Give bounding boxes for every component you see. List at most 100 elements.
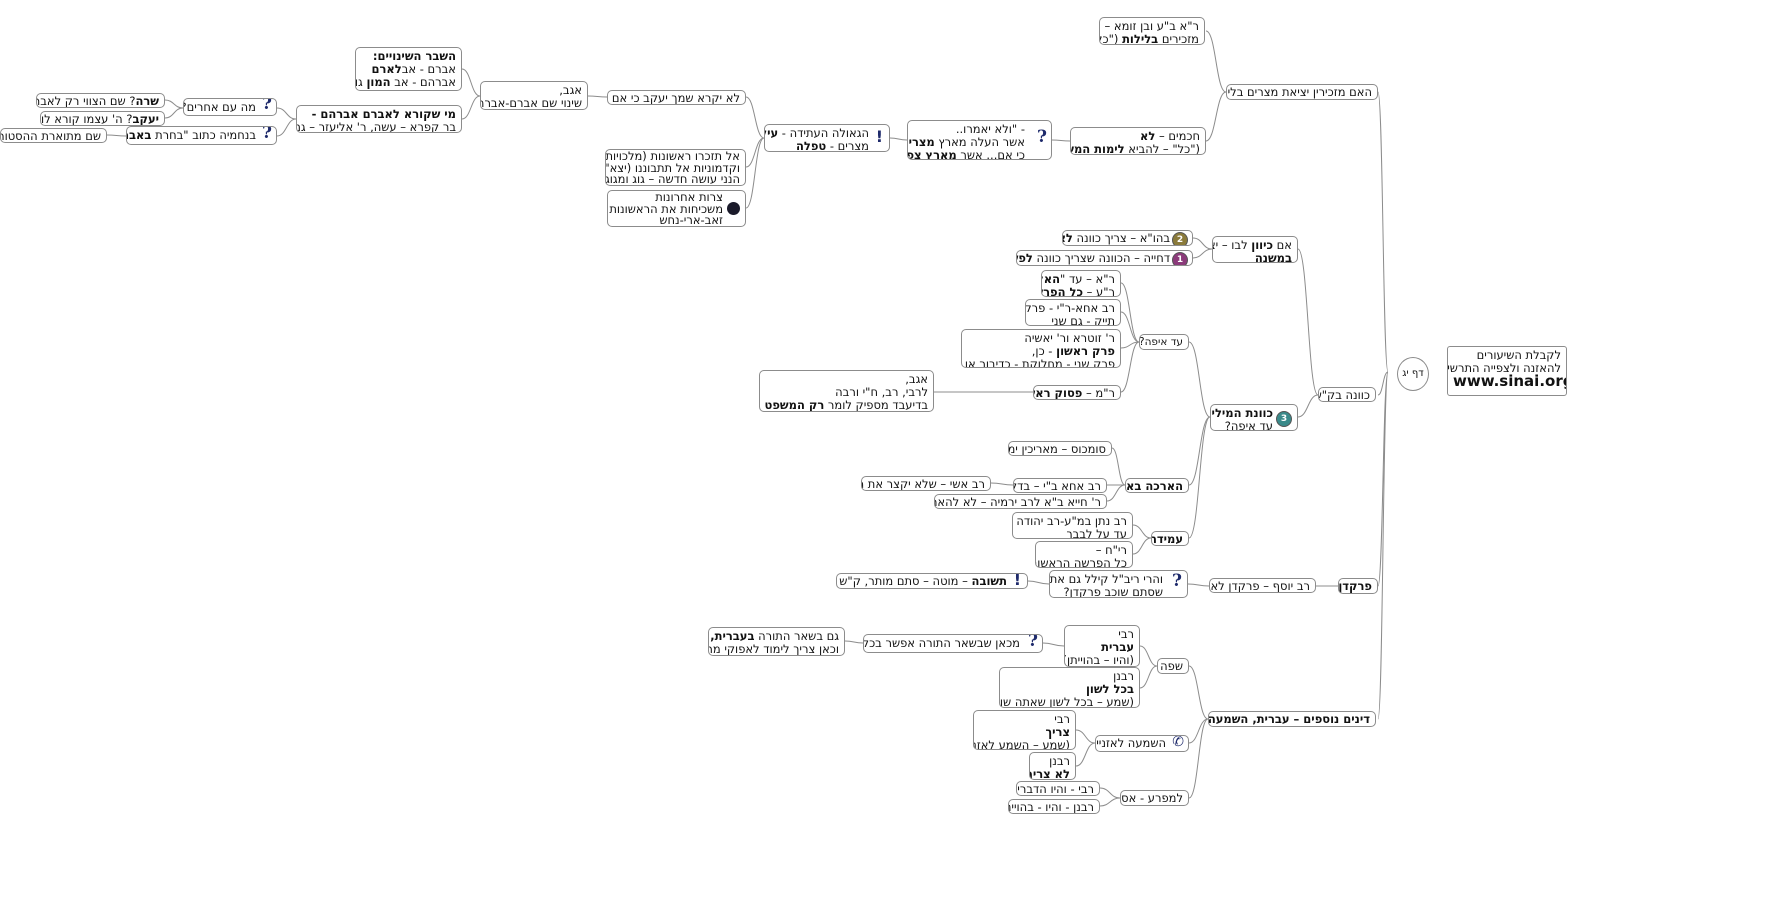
node-standing[interactable]: עמידה: [1151, 531, 1189, 546]
node-yaakov[interactable]: יעקב? ה' עצמו קורא לו יעקב: [40, 111, 165, 126]
connector-line: [1042, 642, 1065, 647]
connector-line: [1075, 729, 1096, 744]
connector-line: [745, 137, 765, 168]
connector-line: [276, 107, 297, 120]
connector-line: [1139, 645, 1158, 667]
node-rabanan-any-language[interactable]: רבנן בכל לשון (שמע – בכל לשון שאתה שומע): [999, 667, 1140, 708]
connector-line: [1297, 248, 1319, 396]
connector-line: [106, 134, 127, 137]
connector-line: [1106, 484, 1126, 502]
connector-line: [1377, 371, 1389, 720]
node-any-language-question[interactable]: ? מכאן שבשאר התורה אפשר בכל לשון?: [863, 634, 1043, 653]
node-rav-natan[interactable]: רב נתן במ"ע-רב יהודה – עד על לבבך: [1012, 512, 1133, 539]
exclamation-icon: !: [875, 127, 883, 146]
connector-line: [1188, 341, 1211, 418]
connector-line: [1120, 282, 1140, 343]
connector-line: [1205, 30, 1227, 93]
number-1-icon: 1: [1172, 252, 1188, 265]
node-rivl-curse[interactable]: ? והרי ריב"ל קילל גם את מי שסתם שוכב פרק…: [1049, 570, 1188, 598]
node-rejection[interactable]: 1 דחייה – הכוונה שצריך כוונה לפשלה: [1016, 250, 1193, 266]
connector-line: [1111, 447, 1126, 486]
connector-line: [889, 137, 908, 141]
mishna-label: במשנה: [1254, 251, 1292, 263]
number-2-icon: 2: [1172, 232, 1188, 245]
connector-line: [1188, 665, 1209, 720]
node-r-chiya[interactable]: ר' חייא ב"א לרב ירמיה – לא להאריך מדי: [934, 494, 1107, 509]
node-sarah[interactable]: שרה? שם הצווי רק לאברהם: [36, 93, 165, 108]
node-rabbi-hebrew[interactable]: רבי עברית (והיו – בהוייתן): [1064, 625, 1140, 667]
connector-line: [1188, 718, 1209, 744]
node-until-where[interactable]: עד איפה?: [1139, 334, 1189, 350]
connector-line: [1377, 371, 1389, 587]
node-rav-ashi[interactable]: רב אשי – שלא יקצר את החי"ת: [861, 476, 991, 491]
node-bedieved[interactable]: אגב, לרבי, רב, ח"י ורבה בדיעבד מספיק לומ…: [759, 370, 934, 412]
connector-line: [1099, 797, 1121, 807]
connector-line: [1192, 237, 1213, 250]
connector-line: [1099, 787, 1121, 799]
node-rav-acha[interactable]: רב אחא-ר"י - פרק א תייק - גם שני: [1025, 299, 1121, 326]
node-nehemiah[interactable]: ? בנחמיה כתוב "בחרת באברם"?: [126, 126, 277, 145]
connector-line: [1377, 91, 1389, 373]
node-audible[interactable]: ✆ השמעה לאזניים: [1095, 735, 1189, 752]
branch-more-laws[interactable]: דינים נוספים – עברית, השמעה, למפרע: [1208, 711, 1376, 727]
question-icon: ?: [262, 126, 272, 143]
node-first-troubles[interactable]: אל תזכרו ראשונות (מלכויות) וקדמוניות אל …: [605, 149, 746, 186]
node-lengthen-echad[interactable]: הארכה באחד: [1125, 478, 1189, 493]
site-link[interactable]: www.sinai.org.il: [1453, 372, 1566, 390]
node-rest-hebrew[interactable]: גם בשאר התורה בעברית, וכאן צריך לימוד לא…: [708, 627, 845, 656]
node-rabbi-vehayu[interactable]: רבי - והיו הדברים: [1016, 781, 1100, 796]
branch-kavana[interactable]: כוונה בק"ש: [1318, 387, 1376, 402]
node-if-intended[interactable]: אם כיוון לבו – יצא במשנה: [1212, 236, 1298, 263]
connector-line: [1132, 524, 1152, 539]
connector-line: [844, 640, 864, 644]
connector-line: [1139, 665, 1158, 689]
number-3-icon: 3: [1276, 411, 1292, 427]
connector-line: [1192, 248, 1213, 259]
node-rabanan-not-required[interactable]: רבנן לא צריך: [1029, 752, 1076, 780]
exclamation-icon: !: [1013, 573, 1021, 589]
node-north-land[interactable]: ? - "ולא יאמרו.. אשר העלה מארץ מצרים, כי…: [907, 120, 1052, 160]
branch-parkdan[interactable]: פרקדן: [1338, 578, 1378, 594]
node-answer[interactable]: ! תשובה – מוטה – סתם מותר, ק"ש אסור: [836, 573, 1028, 589]
branch-night-mention[interactable]: האם מזכירין יציאת מצרים בלילות: [1226, 84, 1378, 100]
root-node[interactable]: דף יג: [1397, 357, 1429, 391]
connector-line: [1027, 580, 1050, 585]
node-r-eliezer[interactable]: ר"א – עד "האלה" ר"ע – כל הפרשה: [1041, 270, 1121, 297]
node-name-explanation[interactable]: השבר השינויים: אברם - אבלארם אברהם - אב …: [355, 47, 462, 91]
phone-icon: ✆: [1172, 735, 1184, 750]
node-language[interactable]: שפה: [1157, 658, 1189, 674]
node-ben-zoma[interactable]: ר"א ב"ע ובן זומא – מזכירים בלילות ("כל"): [1099, 17, 1205, 45]
bomb-icon: [727, 202, 740, 215]
banner-line2: להאזנה ולצפייה התרשים:: [1447, 361, 1561, 375]
node-rav-yosef[interactable]: רב יוסף – פרקדן לא יקרא: [1209, 578, 1316, 593]
connector-line: [1187, 583, 1210, 587]
banner-line1: לקבלת השיעורים: [1476, 348, 1561, 362]
node-hava-amina[interactable]: 2 בהו"א – צריך כוונה לצאת: [1062, 230, 1193, 246]
connector-line: [1120, 341, 1140, 393]
question-icon: ?: [1037, 127, 1047, 147]
node-rich[interactable]: רי"ח – כל הפרשה הראשונה: [1035, 541, 1133, 568]
node-history[interactable]: שם מתוארת ההסטוריה: [0, 128, 107, 143]
node-yaakov-name[interactable]: לא יקרא שמך יעקב כי אם ישראל: [607, 90, 746, 105]
connector-line: [1205, 91, 1227, 142]
node-later-troubles[interactable]: צרות אחרונות משכיחות את הראשונות – זאב-א…: [607, 190, 746, 227]
node-r-meir[interactable]: ר"מ – פסוק ראשון: [1033, 385, 1121, 400]
connector-line: [1132, 537, 1152, 555]
question-icon: ?: [1028, 634, 1038, 651]
connector-line: [461, 95, 481, 120]
connector-line: [1188, 718, 1209, 799]
node-backwards[interactable]: למפרע - אסור: [1120, 790, 1189, 806]
node-calling-avram[interactable]: מי שקורא לאברם אברהם - בר קפרא – עשה, ר'…: [296, 105, 462, 133]
node-name-change[interactable]: אגב, שינוי שם אברם-אברהם: [480, 81, 588, 110]
node-r-zutra[interactable]: ר' זוטרא ור' יאשיה פרק ראשון - כן, פרק ש…: [961, 329, 1121, 368]
banner[interactable]: לקבלת השיעורים להאזנה ולצפייה התרשים: ww…: [1447, 346, 1567, 396]
node-rabbi-required[interactable]: רבי צריך (שמע – השמע לאזנך): [973, 710, 1076, 750]
node-future-redemption[interactable]: ! הגאולה העתידה - עיקר מצרים - טפלה: [764, 124, 890, 152]
node-word-intent[interactable]: 3 כוונת המילים עד איפה?: [1210, 404, 1298, 431]
node-sumchus[interactable]: סומכוס – מאריכין ימיו: [1008, 441, 1112, 456]
node-others[interactable]: ? מה עם אחרים?: [183, 98, 277, 116]
connector-line: [1188, 416, 1211, 486]
node-rabanan-vehayu[interactable]: רבנן - והיו - בהוייתן: [1008, 799, 1100, 814]
node-rav-acha-dalet[interactable]: רב אחא ב"י – בדל"ת: [1013, 478, 1107, 493]
node-sages[interactable]: חכמים – לא ("כל" – להביא לימות המשיח): [1070, 127, 1206, 155]
